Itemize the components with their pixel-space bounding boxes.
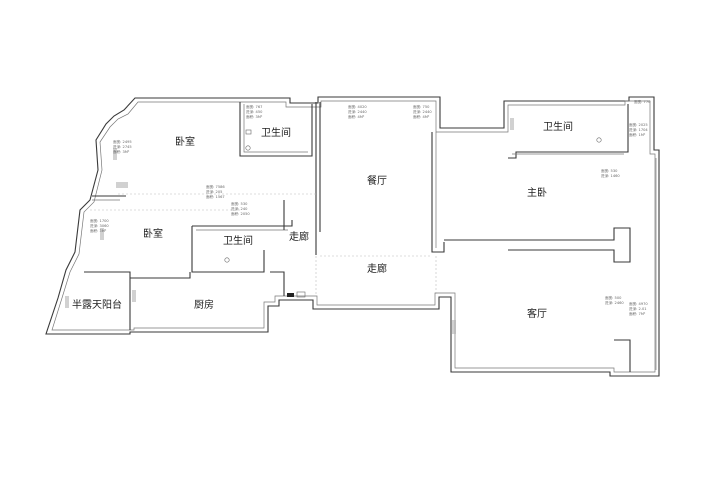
room-label-bath-right: 卫生间 <box>543 120 573 133</box>
room-label-dining: 餐厅 <box>367 174 387 187</box>
annotation-dining-b: 面宽: 750 进深: 2440 面积: 4M² <box>413 104 433 119</box>
fixtures <box>224 129 602 298</box>
interior-walls <box>84 102 631 372</box>
floor-outlet-icon <box>245 129 252 135</box>
room-label-living: 客厅 <box>527 307 547 320</box>
annotation-master: 面宽: 530 进深: 1460 <box>601 168 620 178</box>
annotation-living-a: 面宽: 500 进深: 2460 <box>605 295 624 305</box>
stove-icon <box>287 293 294 297</box>
dimension-annotations: 面宽: 2495 进深: 2745 面积: 3M² 面宽: 767 进深: 45… <box>90 99 651 316</box>
window-left-mid <box>116 182 128 188</box>
annotation-bath-top: 面宽: 767 进深: 450 面积: 3M² <box>246 104 264 119</box>
window-living-left <box>452 320 456 334</box>
room-label-master: 主卧 <box>527 186 547 199</box>
window-left-low <box>100 228 104 240</box>
annotation-bath-right-a: 面宽: 770 <box>634 99 651 104</box>
drain-icon <box>596 137 602 143</box>
drain-icon <box>245 145 251 151</box>
window-hatches <box>65 118 657 370</box>
room-label-bedroom-top: 卧室 <box>175 135 195 148</box>
room-label-bath-mid: 卫生间 <box>223 234 253 247</box>
annotation-bedroom-mid: 面宽: 1700 进深: 3060 面积: 3M² <box>90 218 110 233</box>
dashed-dividers <box>90 193 437 296</box>
room-label-bedroom-mid: 卧室 <box>143 227 163 240</box>
annotation-hall: 面宽: 7586 进深: 205 面积: 1567 <box>206 184 226 199</box>
sink-icon <box>296 291 306 298</box>
annotation-dining-a: 面宽: 4020 进深: 2440 面积: 4M² <box>348 104 368 119</box>
drain-icon <box>224 257 230 263</box>
annotation-bath-right-b: 面宽: 2025 进深: 1704 面积: 1M² <box>629 122 649 137</box>
annotation-bedroom-top: 面宽: 2495 进深: 2745 面积: 3M² <box>113 139 133 154</box>
room-label-kitchen: 厨房 <box>194 298 214 311</box>
room-label-corridor-center: 走廊 <box>367 262 387 275</box>
annotation-living-b: 面宽: 4970 进深: 2.01 面积: 7M² <box>629 301 649 316</box>
room-label-corridor-left: 走廊 <box>289 230 309 243</box>
window-left-top <box>113 148 117 160</box>
annotation-bath-mid: 面宽: 530 进深: 240 面积: 2050 <box>231 201 250 216</box>
room-label-balcony: 半露天阳台 <box>72 298 122 311</box>
room-label-bath-top: 卫生间 <box>261 126 291 139</box>
window-balcony <box>65 296 69 308</box>
outer-walls <box>45 96 660 377</box>
window-right-bath <box>510 118 514 130</box>
window-kitchen <box>132 290 136 302</box>
room-labels: 卧室 卫生间 餐厅 卫生间 主卧 卧室 卫生间 走廊 走廊 半露天阳台 厨房 客… <box>72 120 573 320</box>
